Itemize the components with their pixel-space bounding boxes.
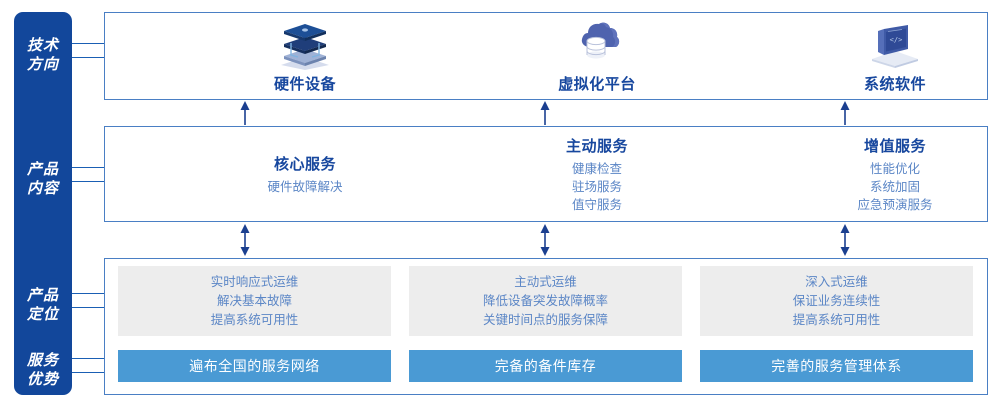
sidebar-item-product-position[interactable]: 产品 定位 bbox=[14, 286, 72, 324]
position-card-deep-ops[interactable]: 深入式运维 保证业务连续性 提高系统可用性 bbox=[700, 266, 973, 336]
position-card-realtime-ops[interactable]: 实时响应式运维 解决基本故障 提高系统可用性 bbox=[118, 266, 391, 336]
content-line-value-added-service-2: 系统加固 bbox=[869, 179, 920, 194]
sidebar-item-service-advantage-line1: 服务 bbox=[26, 352, 59, 369]
tech-column-system-software[interactable]: </> 系统软件 bbox=[795, 13, 995, 99]
sidebar-item-service-advantage[interactable]: 服务 优势 bbox=[14, 351, 72, 389]
arrow-up-system-software bbox=[838, 101, 852, 130]
svg-text:</>: </> bbox=[890, 36, 903, 44]
content-column-value-added-service[interactable]: 增值服务 性能优化 系统加固 应急预演服务 bbox=[795, 127, 995, 221]
arrow-up-virtualization bbox=[538, 101, 552, 130]
advantage-bar-service-network-label: 遍布全国的服务网络 bbox=[189, 358, 320, 374]
connector-content-top bbox=[72, 167, 105, 168]
tech-label-hardware: 硬件设备 bbox=[273, 75, 336, 93]
position-card-proactive-ops[interactable]: 主动式运维 降低设备突发故障概率 关键时间点的服务保障 bbox=[409, 266, 682, 336]
tech-direction-section: 硬件设备 虚拟化平台 bbox=[104, 12, 988, 100]
advantage-bar-service-network[interactable]: 遍布全国的服务网络 bbox=[118, 350, 391, 382]
connector-tech-bottom bbox=[72, 57, 105, 58]
sidebar-item-service-advantage-line2: 优势 bbox=[26, 371, 59, 388]
content-line-value-added-service-3: 应急预演服务 bbox=[857, 197, 933, 212]
sidebar-item-tech-direction-line1: 技术 bbox=[26, 37, 59, 54]
connector-content-bottom bbox=[72, 181, 105, 182]
sidebar-item-product-position-line1: 产品 bbox=[26, 287, 59, 304]
content-title-proactive-service: 主动服务 bbox=[565, 137, 628, 155]
sidebar: 技术 方向 产品 内容 产品 定位 服务 优势 bbox=[14, 12, 72, 395]
position-card-realtime-ops-line2: 解决基本故障 bbox=[216, 293, 292, 308]
arrow-updown-value-added bbox=[838, 224, 852, 261]
position-card-deep-ops-line1: 深入式运维 bbox=[805, 274, 868, 289]
content-title-value-added-service: 增值服务 bbox=[863, 137, 926, 155]
connector-position-bottom bbox=[72, 307, 105, 308]
advantage-bar-spare-parts-label: 完备的备件库存 bbox=[494, 358, 597, 374]
position-card-proactive-ops-line1: 主动式运维 bbox=[514, 274, 577, 289]
sidebar-item-product-content-line1: 产品 bbox=[26, 161, 59, 178]
advantage-bar-service-management[interactable]: 完善的服务管理体系 bbox=[700, 350, 973, 382]
advantage-bar-service-management-label: 完善的服务管理体系 bbox=[771, 358, 902, 374]
position-card-deep-ops-line3: 提高系统可用性 bbox=[792, 312, 881, 327]
content-line-value-added-service-1: 性能优化 bbox=[869, 161, 920, 176]
tech-label-virtualization: 虚拟化平台 bbox=[558, 75, 636, 93]
content-column-core-service[interactable]: 核心服务 硬件故障解决 bbox=[205, 127, 405, 221]
server-stack-icon bbox=[274, 19, 336, 71]
content-line-core-service-1: 硬件故障解决 bbox=[267, 179, 343, 194]
tech-column-virtualization[interactable]: 虚拟化平台 bbox=[497, 13, 697, 99]
cloud-database-icon bbox=[566, 19, 628, 71]
arrow-updown-proactive bbox=[538, 224, 552, 261]
arrow-updown-core bbox=[238, 224, 252, 261]
content-line-proactive-service-1: 健康检查 bbox=[571, 161, 622, 176]
connector-tech-top bbox=[72, 43, 105, 44]
position-card-proactive-ops-line3: 关键时间点的服务保障 bbox=[482, 312, 608, 327]
connector-advantage-top bbox=[72, 358, 105, 359]
tech-label-system-software: 系统软件 bbox=[863, 75, 926, 93]
position-card-realtime-ops-line1: 实时响应式运维 bbox=[210, 274, 299, 289]
sidebar-item-tech-direction-line2: 方向 bbox=[26, 56, 59, 73]
position-card-proactive-ops-line2: 降低设备突发故障概率 bbox=[482, 293, 608, 308]
arrow-up-hardware bbox=[238, 101, 252, 130]
advantage-bar-spare-parts[interactable]: 完备的备件库存 bbox=[409, 350, 682, 382]
content-title-core-service: 核心服务 bbox=[273, 155, 336, 173]
content-line-proactive-service-3: 值守服务 bbox=[571, 197, 622, 212]
sidebar-item-tech-direction[interactable]: 技术 方向 bbox=[14, 36, 72, 74]
connector-advantage-bottom bbox=[72, 372, 105, 373]
position-card-deep-ops-line2: 保证业务连续性 bbox=[792, 293, 881, 308]
code-laptop-icon: </> bbox=[864, 19, 926, 71]
sidebar-item-product-content-line2: 内容 bbox=[26, 180, 59, 197]
connector-position-top bbox=[72, 293, 105, 294]
content-line-proactive-service-2: 驻场服务 bbox=[571, 179, 622, 194]
sidebar-item-product-content[interactable]: 产品 内容 bbox=[14, 160, 72, 198]
content-column-proactive-service[interactable]: 主动服务 健康检查 驻场服务 值守服务 bbox=[497, 127, 697, 221]
product-content-section: 核心服务 硬件故障解决 主动服务 健康检查 驻场服务 值守服务 增值服务 性能优… bbox=[104, 126, 988, 222]
position-card-realtime-ops-line3: 提高系统可用性 bbox=[210, 312, 299, 327]
tech-column-hardware[interactable]: 硬件设备 bbox=[205, 13, 405, 99]
sidebar-item-product-position-line2: 定位 bbox=[26, 306, 59, 323]
